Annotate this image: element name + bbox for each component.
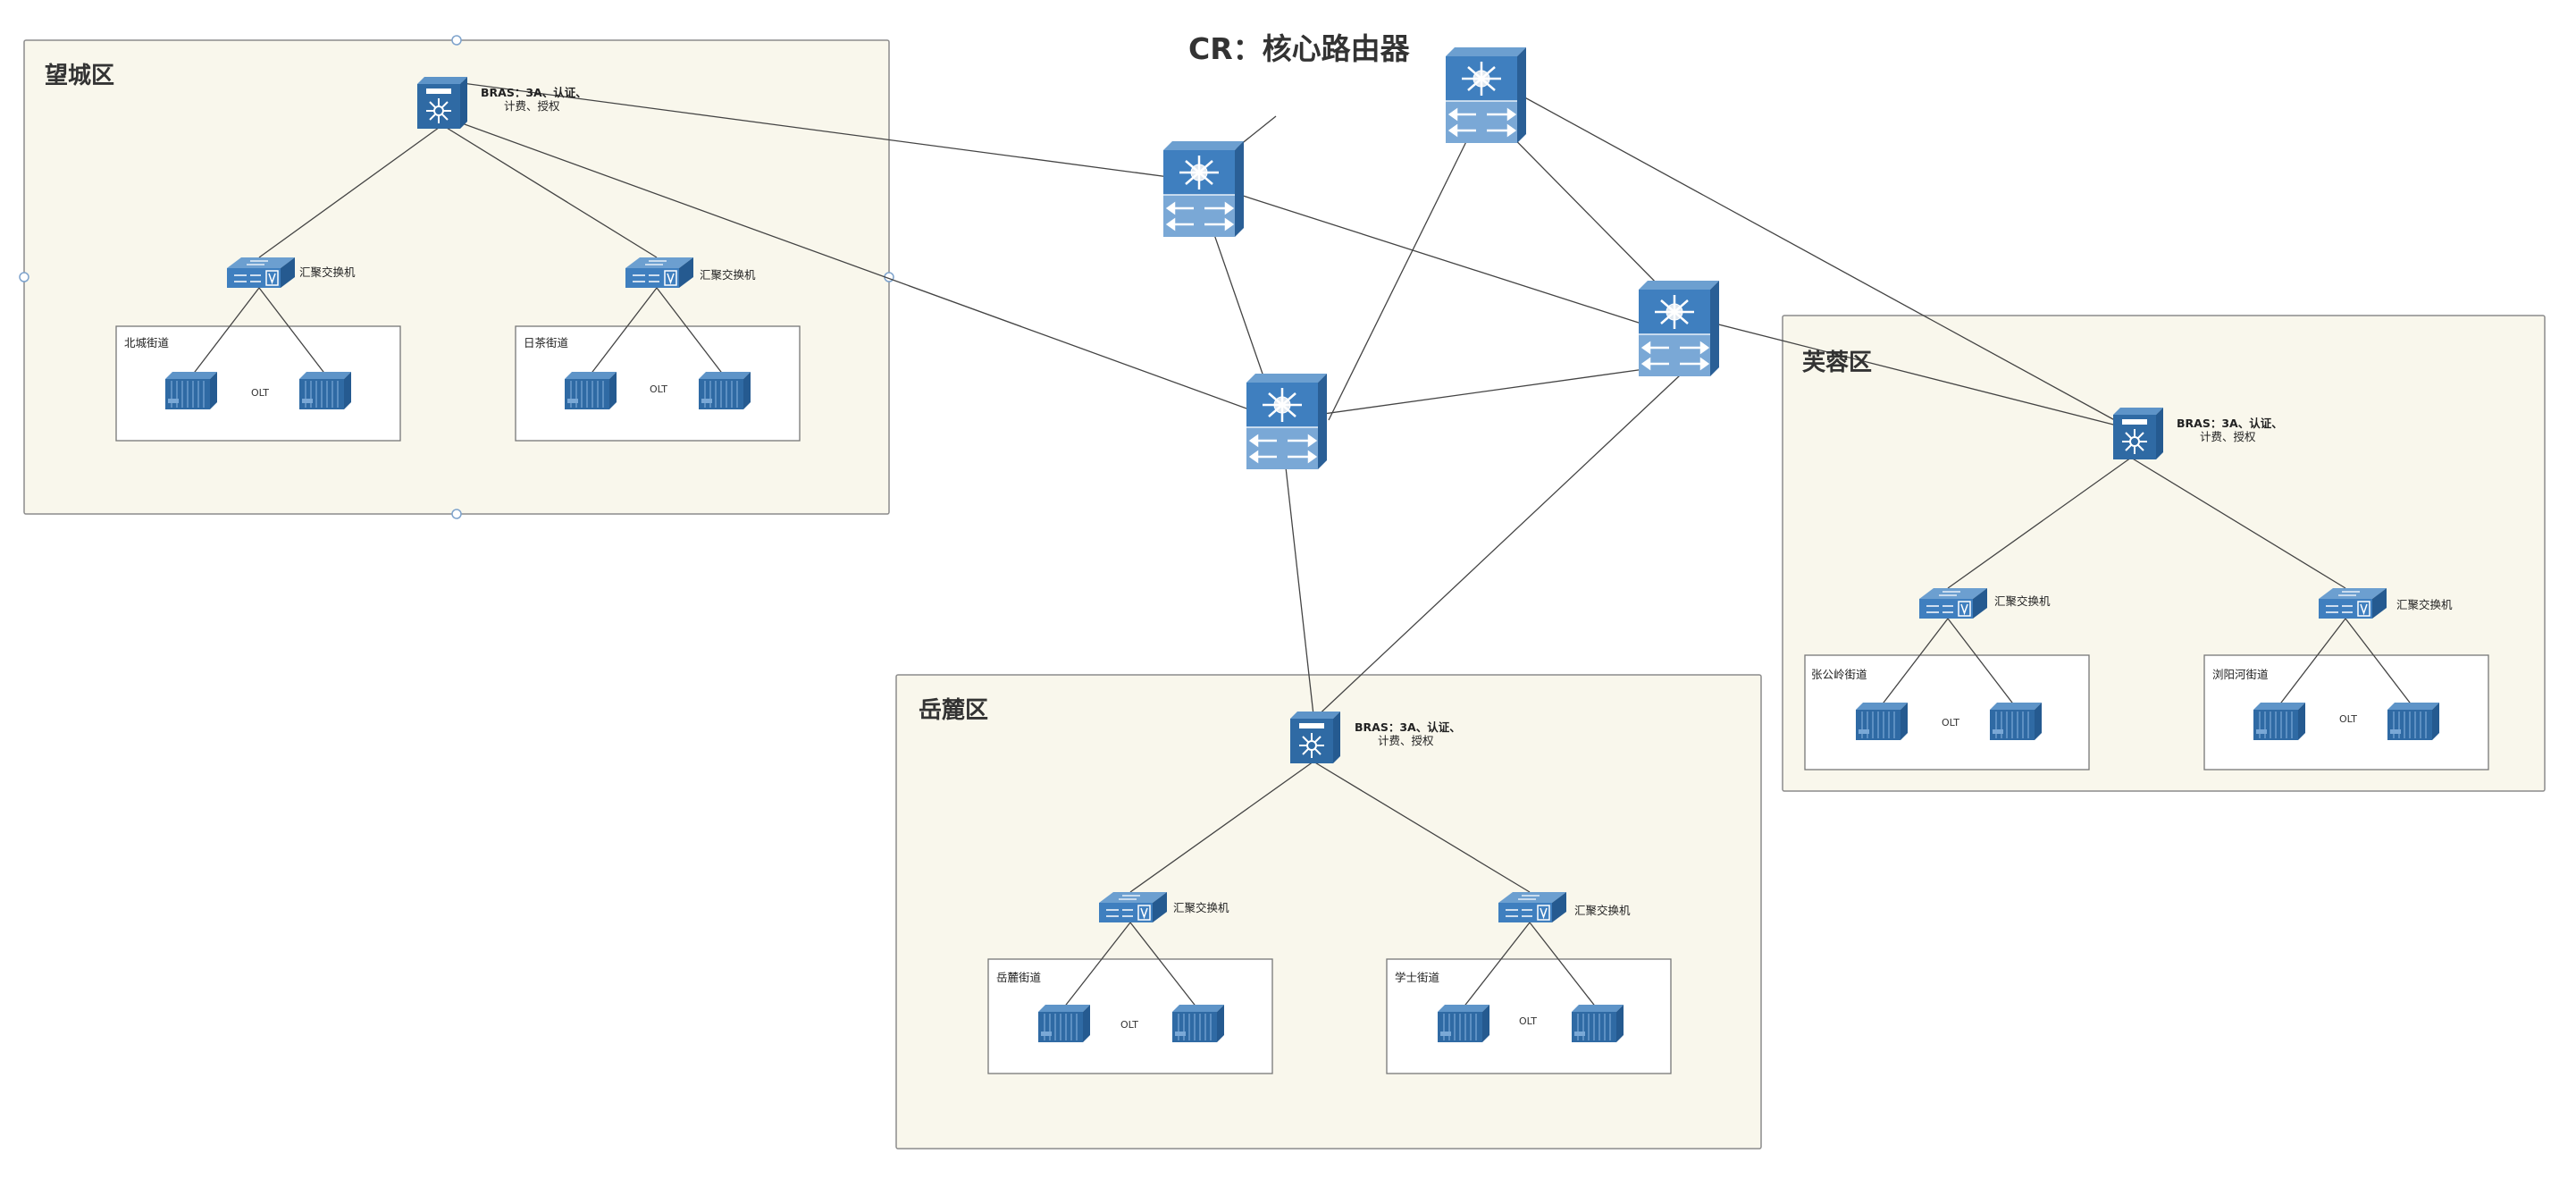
street-label: 学士街道 xyxy=(1395,971,1440,984)
core-router-icon[interactable] xyxy=(1444,46,1528,145)
street-label: 浏阳河街道 xyxy=(2212,668,2269,681)
street-label: 日茶街道 xyxy=(524,336,569,349)
bras-label-wangcheng-line2: 计费、授权 xyxy=(504,99,560,113)
olt-label: OLT xyxy=(650,383,667,395)
page-title: CR：核心路由器 xyxy=(1188,31,1411,66)
region-title-furong: 芙蓉区 xyxy=(1802,349,1872,376)
street-box-wangcheng-2[interactable] xyxy=(515,325,801,442)
selection-handles[interactable] xyxy=(19,35,894,519)
street-label: 北城街道 xyxy=(124,336,170,349)
switch-label: 汇聚交换机 xyxy=(700,268,756,282)
olt-icon[interactable] xyxy=(298,371,352,410)
olt-label: OLT xyxy=(2339,713,2357,725)
region-title-wangcheng: 望城区 xyxy=(45,63,114,89)
olt-icon[interactable] xyxy=(2253,702,2306,741)
olt-icon[interactable] xyxy=(164,371,218,410)
bras-label-yuelu-line1: BRAS：3A、认证、 xyxy=(1355,720,1461,734)
street-box-yuelu-1[interactable] xyxy=(987,958,1273,1074)
switch-icon[interactable] xyxy=(1098,891,1168,923)
street-label: 张公岭街道 xyxy=(1811,668,1867,681)
olt-icon[interactable] xyxy=(564,371,617,410)
switch-icon[interactable] xyxy=(226,257,296,289)
switch-icon[interactable] xyxy=(625,257,694,289)
olt-icon[interactable] xyxy=(2387,702,2440,741)
street-label: 岳麓街道 xyxy=(996,971,1042,984)
bras-label-furong-line1: BRAS：3A、认证、 xyxy=(2177,417,2283,430)
core-router-icon[interactable] xyxy=(1637,279,1721,378)
region-title-yuelu: 岳麓区 xyxy=(919,697,988,724)
switch-icon[interactable] xyxy=(2318,587,2387,619)
street-box-wangcheng-1[interactable] xyxy=(115,325,401,442)
bras-label-yuelu-line2: 计费、授权 xyxy=(1378,734,1434,747)
olt-label: OLT xyxy=(251,387,269,399)
switch-label: 汇聚交换机 xyxy=(1173,901,1229,914)
bras-router-icon[interactable] xyxy=(1289,711,1341,764)
bras-router-icon[interactable] xyxy=(2112,407,2164,460)
olt-label: OLT xyxy=(1942,717,1959,728)
olt-icon[interactable] xyxy=(1855,702,1909,741)
bras-label-furong-line2: 计费、授权 xyxy=(2200,430,2256,443)
core-router-icon[interactable] xyxy=(1245,372,1329,471)
switch-icon[interactable] xyxy=(1918,587,1988,619)
olt-label: OLT xyxy=(1120,1019,1138,1031)
bras-label-wangcheng-line1: BRAS：3A、认证、 xyxy=(481,86,587,99)
olt-icon[interactable] xyxy=(1989,702,2043,741)
olt-label: OLT xyxy=(1519,1015,1537,1027)
switch-label: 汇聚交换机 xyxy=(1994,594,2051,608)
bras-router-icon[interactable] xyxy=(416,76,468,130)
street-box-furong-2[interactable] xyxy=(2203,654,2489,771)
switch-icon[interactable] xyxy=(1498,891,1567,923)
core-router-icon[interactable] xyxy=(1162,139,1246,239)
olt-icon[interactable] xyxy=(1171,1004,1225,1043)
switch-label: 汇聚交换机 xyxy=(2396,598,2453,611)
olt-icon[interactable] xyxy=(1037,1004,1091,1043)
network-links xyxy=(191,80,2413,1009)
olt-icon[interactable] xyxy=(1571,1004,1624,1043)
switch-label: 汇聚交换机 xyxy=(1574,904,1631,917)
olt-icon[interactable] xyxy=(698,371,751,410)
olt-icon[interactable] xyxy=(1437,1004,1490,1043)
switch-label: 汇聚交换机 xyxy=(299,265,356,279)
